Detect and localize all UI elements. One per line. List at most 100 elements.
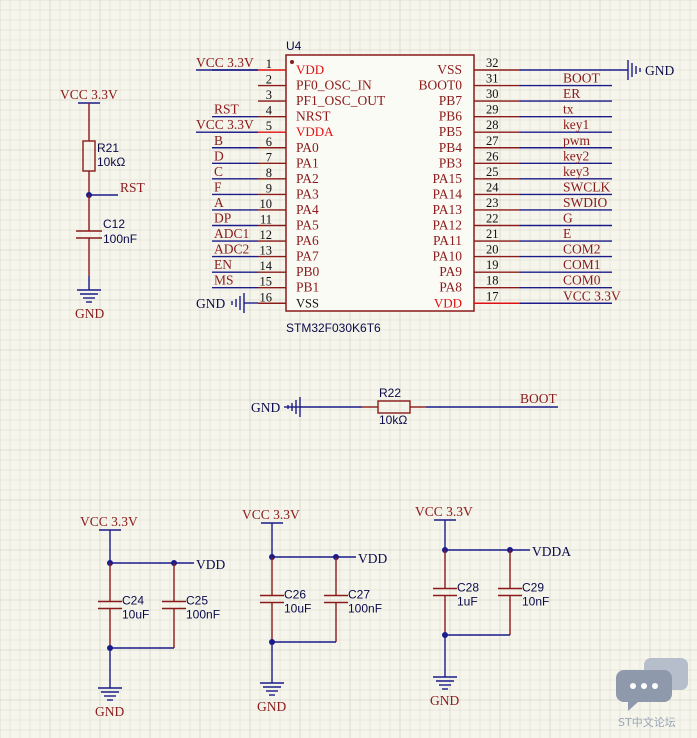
pin-number: 7 — [266, 150, 272, 164]
c12-designator: C12 — [103, 217, 125, 231]
decoupling-gnd-label: GND — [95, 704, 124, 719]
pin-name: VDDA — [296, 124, 334, 139]
net-label: COM1 — [563, 257, 601, 272]
net-label: key1 — [563, 117, 589, 132]
reset-gnd-symbol — [77, 289, 101, 303]
r22-value: 10kΩ — [379, 413, 407, 427]
c12-value: 100nF — [103, 232, 137, 246]
pin-number: 20 — [486, 243, 499, 257]
pin1-marker — [290, 60, 294, 64]
r21-value: 10kΩ — [97, 155, 125, 169]
boot-circuit[interactable]: GND R22 10kΩ BOOT — [251, 386, 558, 427]
cap-value: 10uF — [284, 602, 311, 616]
u4-pin-4[interactable]: 4 NRST RST — [212, 102, 331, 124]
pin-name: PA8 — [439, 280, 462, 295]
pin-name: PF0_OSC_IN — [296, 78, 372, 93]
pin-number: 32 — [486, 56, 499, 70]
pin-name: PA2 — [296, 171, 319, 186]
cap-designator: C24 — [122, 594, 144, 608]
pin-number: 29 — [486, 103, 499, 117]
gnd-symbol-u4-right: GND — [520, 60, 674, 80]
pin-number: 15 — [260, 275, 273, 289]
pin-name: VDD — [296, 62, 324, 77]
net-label: ADC2 — [214, 242, 249, 257]
pin-number: 13 — [260, 244, 273, 258]
cap-value: 100nF — [348, 602, 382, 616]
pin-number: 31 — [486, 72, 499, 86]
pin-name: VDD — [434, 295, 462, 310]
pin-number: 25 — [486, 165, 499, 179]
pin-number: 4 — [266, 104, 273, 118]
u4-gnd-right-label: GND — [645, 63, 674, 78]
pin-name: PA0 — [296, 140, 319, 155]
net-label: COM0 — [563, 273, 601, 288]
junction-dot — [442, 632, 448, 638]
cap-value: 1uF — [457, 595, 478, 609]
pin-name: PB7 — [439, 93, 463, 108]
u4-body[interactable] — [285, 54, 475, 312]
decoupling-net-label: VDD — [358, 551, 387, 566]
pin-name: PB3 — [439, 155, 463, 170]
u4-pin-13[interactable]: 13 PA7 ADC2 — [212, 242, 319, 264]
pin-name: NRST — [296, 109, 331, 124]
pin-name: PA4 — [296, 202, 319, 217]
net-label: pwm — [563, 133, 590, 148]
pin-number: 11 — [260, 213, 272, 227]
pin-number: 19 — [486, 258, 499, 272]
net-label: tx — [563, 102, 574, 117]
net-label: RST — [214, 102, 240, 117]
net-label: ADC1 — [214, 226, 249, 241]
reset-circuit[interactable]: VCC 3.3V R21 10kΩ RST C12 100nF GND — [60, 87, 146, 321]
net-label: G — [563, 211, 573, 226]
net-label: BOOT — [563, 71, 601, 86]
pin-name: PA7 — [296, 249, 319, 264]
pin-name: PA15 — [432, 171, 462, 186]
net-label: ER — [563, 86, 580, 101]
decoupling-vcc-label: VCC 3.3V — [242, 507, 300, 522]
u4-part-number: STM32F030K6T6 — [286, 321, 381, 335]
pin-name: PB0 — [296, 264, 320, 279]
pin-number: 26 — [486, 149, 499, 163]
r21-designator: R21 — [97, 141, 119, 155]
junction-dot — [269, 639, 275, 645]
reset-gnd-label: GND — [75, 306, 104, 321]
gnd-symbol-u4-left: GND — [196, 293, 258, 313]
